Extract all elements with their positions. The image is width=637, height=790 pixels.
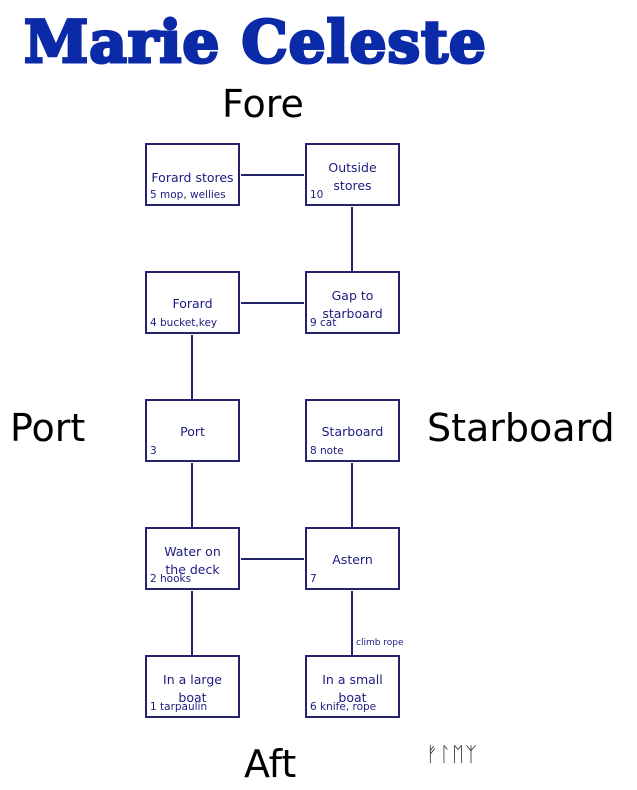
- room-items: 7: [310, 573, 317, 585]
- compass-starboard-label: Starboard: [427, 406, 615, 450]
- room-outside-stores: Outside stores 10: [305, 143, 400, 206]
- room-items: 2 hooks: [150, 573, 192, 585]
- room-name: In a small boat: [322, 672, 383, 705]
- room-in-a-small-boat: In a small boat 6 knife, rope: [305, 655, 400, 718]
- room-name: Gap to starboard: [322, 288, 383, 321]
- room-port: Port 3: [145, 399, 240, 462]
- room-name: Forard stores: [151, 170, 234, 185]
- room-items: 9 cat: [310, 317, 337, 329]
- room-items: 5 mop, wellies: [150, 189, 226, 201]
- room-forard-stores: Forard stores 5 mop, wellies: [145, 143, 240, 206]
- room-items: 3: [150, 445, 157, 457]
- compass-aft-label: Aft: [244, 742, 297, 786]
- room-items: 8 note: [310, 445, 344, 457]
- room-in-a-large-boat: In a large boat 1 tarpaulin: [145, 655, 240, 718]
- room-starboard: Starboard 8 note: [305, 399, 400, 462]
- compass-port-label: Port: [10, 406, 86, 450]
- room-name: Outside stores: [328, 160, 377, 193]
- room-items: 1 tarpaulin: [150, 701, 208, 713]
- compass-fore-label: Fore: [222, 82, 304, 126]
- page-title: Marie Celeste: [23, 7, 488, 78]
- room-name: Astern: [332, 552, 373, 567]
- room-name: In a large boat: [163, 672, 222, 705]
- room-gap-to-starboard: Gap to starboard 9 cat: [305, 271, 400, 334]
- room-astern: Astern 7: [305, 527, 400, 590]
- room-forard: Forard 4 bucket,key: [145, 271, 240, 334]
- edge-label-climb-rope: climb rope: [356, 638, 404, 648]
- room-name: Forard: [172, 296, 213, 311]
- room-items: 4 bucket,key: [150, 317, 218, 329]
- room-name: Starboard: [321, 424, 384, 439]
- room-water-on-the-deck: Water on the deck 2 hooks: [145, 527, 240, 590]
- room-name: Water on the deck: [164, 544, 221, 577]
- room-items: 10: [310, 189, 324, 201]
- room-name: Port: [180, 424, 205, 439]
- rune-signature: ᚠᛚᛖᛉ: [426, 742, 478, 766]
- room-items: 6 knife, rope: [310, 701, 377, 713]
